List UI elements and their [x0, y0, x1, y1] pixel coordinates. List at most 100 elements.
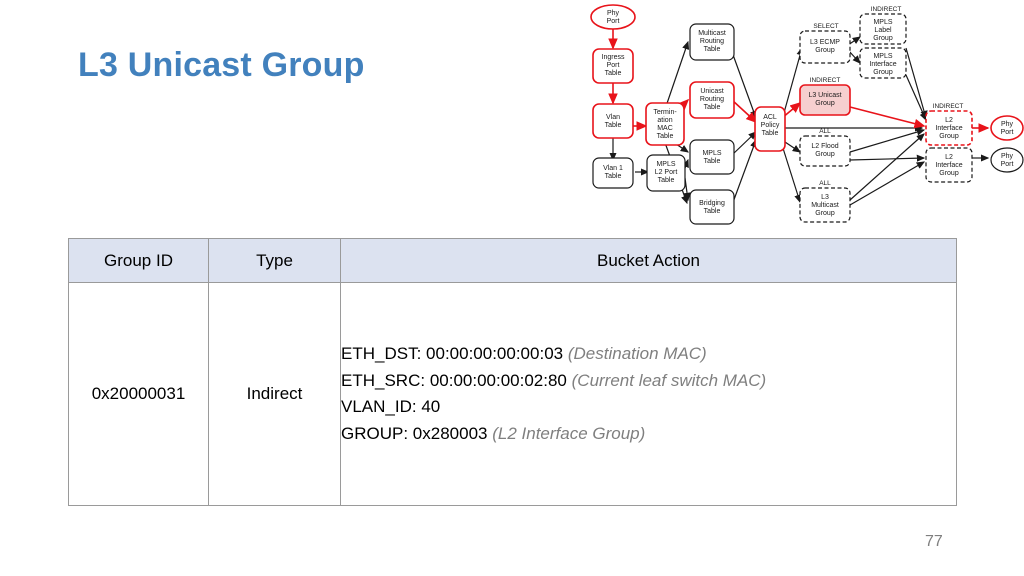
node-mpls-table-line2: Table — [704, 158, 721, 165]
bucket-value: 00:00:00:00:02:80 — [429, 370, 567, 390]
cell-type: Indirect — [208, 282, 341, 506]
node-acl-policy-table: ACL Policy Table — [754, 106, 786, 152]
node-l2-interface-group-2-line2: Interface — [935, 162, 962, 169]
column-header-type: Type — [208, 238, 341, 283]
node-multicast-routing-table: Multicast Routing Table — [689, 23, 735, 61]
node-l3-ecmp-group-line1: L3 ECMP — [810, 39, 840, 46]
node-l3-ecmp-group: L3 ECMP Group — [799, 30, 851, 64]
node-termination-mac-table: Termin- ation MAC Table — [645, 102, 685, 146]
node-multicast-routing-table-line3: Table — [704, 46, 721, 53]
node-phy-port-out-1-line1: Phy — [1001, 121, 1014, 128]
node-mpls-label-group-line2: Label — [874, 27, 892, 34]
node-mpls-interface-group-line2: Interface — [869, 61, 896, 68]
edge-unicast-to-acl — [731, 99, 758, 124]
bucket-label: GROUP: — [341, 423, 409, 443]
group-entry-table: Group ID Type Bucket Action 0x20000031 I… — [68, 238, 957, 506]
node-l3-multicast-group-line2: Multicast — [811, 202, 839, 209]
node-l3-ecmp-group-line2: Group — [815, 47, 835, 54]
caption-indirect-mpls: INDIRECT — [871, 6, 902, 13]
node-multicast-routing-table-line1: Multicast — [698, 30, 726, 37]
node-bridging-table-line2: Table — [704, 208, 721, 215]
node-unicast-routing-table-line3: Table — [704, 104, 721, 111]
node-acl-policy-table-line3: Table — [762, 130, 779, 137]
node-phy-port-in-line1: Phy — [607, 10, 620, 17]
edge-l3unicast-to-l2iface1 — [849, 106, 926, 129]
node-unicast-routing-table-line2: Routing — [700, 96, 724, 103]
node-vlan-table-line2: Table — [605, 122, 622, 129]
node-vlan1-table-line2: Table — [605, 173, 622, 180]
node-l2-interface-group-2: L2 Interface Group — [925, 147, 973, 183]
node-phy-port-out-2-line2: Port — [1001, 161, 1014, 168]
node-mpls-interface-group-line1: MPLS — [873, 53, 892, 60]
node-l2-interface-group-1-line1: L2 — [945, 117, 953, 124]
bucket-value: 40 — [421, 397, 441, 416]
node-phy-port-in-line2: Port — [607, 18, 620, 25]
node-l2-flood-group: L2 Flood Group — [799, 135, 851, 167]
bucket-action-line: ETH_SRC: 00:00:00:00:02:80 (Current leaf… — [341, 368, 956, 395]
bucket-value: 0x280003 — [412, 423, 488, 443]
bucket-action-lines: ETH_DST: 00:00:00:00:00:03 (Destination … — [341, 341, 956, 447]
bucket-action-line: ETH_DST: 00:00:00:00:00:03 (Destination … — [341, 341, 956, 368]
table-row: 0x20000031 Indirect ETH_DST: 00:00:00:00… — [68, 282, 957, 506]
edge-mpls-to-acl — [731, 131, 757, 156]
node-l3-unicast-group: L3 Unicast Group — [799, 84, 851, 116]
caption-select: SELECT — [813, 23, 838, 30]
edge-mplslabel-to-l2iface1 — [905, 47, 928, 120]
edge-l3mcast-to-l2iface1 — [849, 133, 925, 201]
node-vlan-table: Vlan Table — [592, 103, 634, 139]
node-mpls-table: MPLS Table — [689, 139, 735, 175]
node-l2-flood-group-line1: L2 Flood — [811, 143, 838, 150]
table-header-row: Group ID Type Bucket Action — [68, 238, 957, 283]
page-title: L3 Unicast Group — [78, 46, 365, 84]
caption-all-l2-flood: ALL — [819, 128, 831, 135]
node-l2-interface-group-1-line3: Group — [939, 133, 959, 140]
node-mpls-interface-group-line3: Group — [873, 69, 893, 76]
node-phy-port-out-2: Phy Port — [990, 147, 1024, 173]
node-phy-port-out-1-line2: Port — [1001, 129, 1014, 136]
node-l3-multicast-group-line1: L3 — [821, 194, 829, 201]
node-l3-multicast-group-line3: Group — [815, 210, 835, 217]
node-mpls-label-group: MPLS Label Group — [859, 13, 907, 45]
edge-l2flood-to-l2iface2 — [849, 154, 926, 162]
node-acl-policy-table-line2: Policy — [761, 122, 780, 129]
node-ingress-port-table-line2: Port — [607, 62, 620, 69]
node-vlan-table-line1: Vlan — [606, 114, 620, 121]
node-mpls-l2-port-table-line2: L2 Port — [655, 169, 678, 176]
node-bridging-table: Bridging Table — [689, 189, 735, 225]
node-vlan1-table-line1: Vlan 1 — [603, 165, 623, 172]
node-l3-multicast-group: L3 Multicast Group — [799, 187, 851, 223]
node-ingress-port-table-line1: Ingress — [602, 54, 625, 61]
bucket-note: (L2 Interface Group) — [492, 423, 646, 443]
openflow-pipeline-diagram: Phy Port Ingress Port Table Vlan Table V… — [560, 0, 1024, 235]
node-l2-interface-group-2-line1: L2 — [945, 154, 953, 161]
node-termination-mac-table-line1: Termin- — [653, 109, 677, 116]
caption-indirect-l3-unicast: INDIRECT — [810, 77, 841, 84]
node-mpls-l2-port-table: MPLS L2 Port Table — [646, 154, 686, 192]
node-unicast-routing-table-line1: Unicast — [700, 88, 723, 95]
edge-l2flood-to-l2iface1 — [849, 128, 926, 153]
bucket-label: ETH_SRC: — [341, 370, 426, 390]
node-mpls-interface-group: MPLS Interface Group — [859, 47, 907, 79]
edge-acl-to-ecmp — [781, 46, 804, 121]
node-mpls-table-line1: MPLS — [702, 150, 721, 157]
caption-all-l3-multicast: ALL — [819, 180, 831, 187]
node-multicast-routing-table-line2: Routing — [700, 38, 724, 45]
edge-acl-to-l3mcast — [781, 144, 802, 204]
column-header-group-id: Group ID — [68, 238, 209, 283]
node-l3-unicast-group-line2: Group — [815, 100, 835, 107]
edge-bridging-to-acl — [731, 138, 757, 206]
node-l2-interface-group-2-line3: Group — [939, 170, 959, 177]
node-unicast-routing-table: Unicast Routing Table — [689, 81, 735, 119]
node-l3-unicast-group-line1: L3 Unicast — [808, 92, 841, 99]
node-mpls-l2-port-table-line3: Table — [658, 177, 675, 184]
node-phy-port-out-2-line1: Phy — [1001, 153, 1014, 160]
node-phy-port-out-1: Phy Port — [990, 115, 1024, 141]
page-number: 77 — [925, 533, 943, 550]
bucket-action-line: GROUP: 0x280003 (L2 Interface Group) — [341, 421, 956, 448]
bucket-action-line: VLAN_ID: 40 — [341, 394, 956, 421]
bucket-note: (Current leaf switch MAC) — [571, 370, 767, 390]
column-header-bucket-action: Bucket Action — [340, 238, 957, 283]
node-termination-mac-table-line3: MAC — [657, 125, 673, 132]
cell-bucket-action: ETH_DST: 00:00:00:00:00:03 (Destination … — [340, 282, 957, 506]
node-phy-port-in: Phy Port — [590, 4, 636, 30]
